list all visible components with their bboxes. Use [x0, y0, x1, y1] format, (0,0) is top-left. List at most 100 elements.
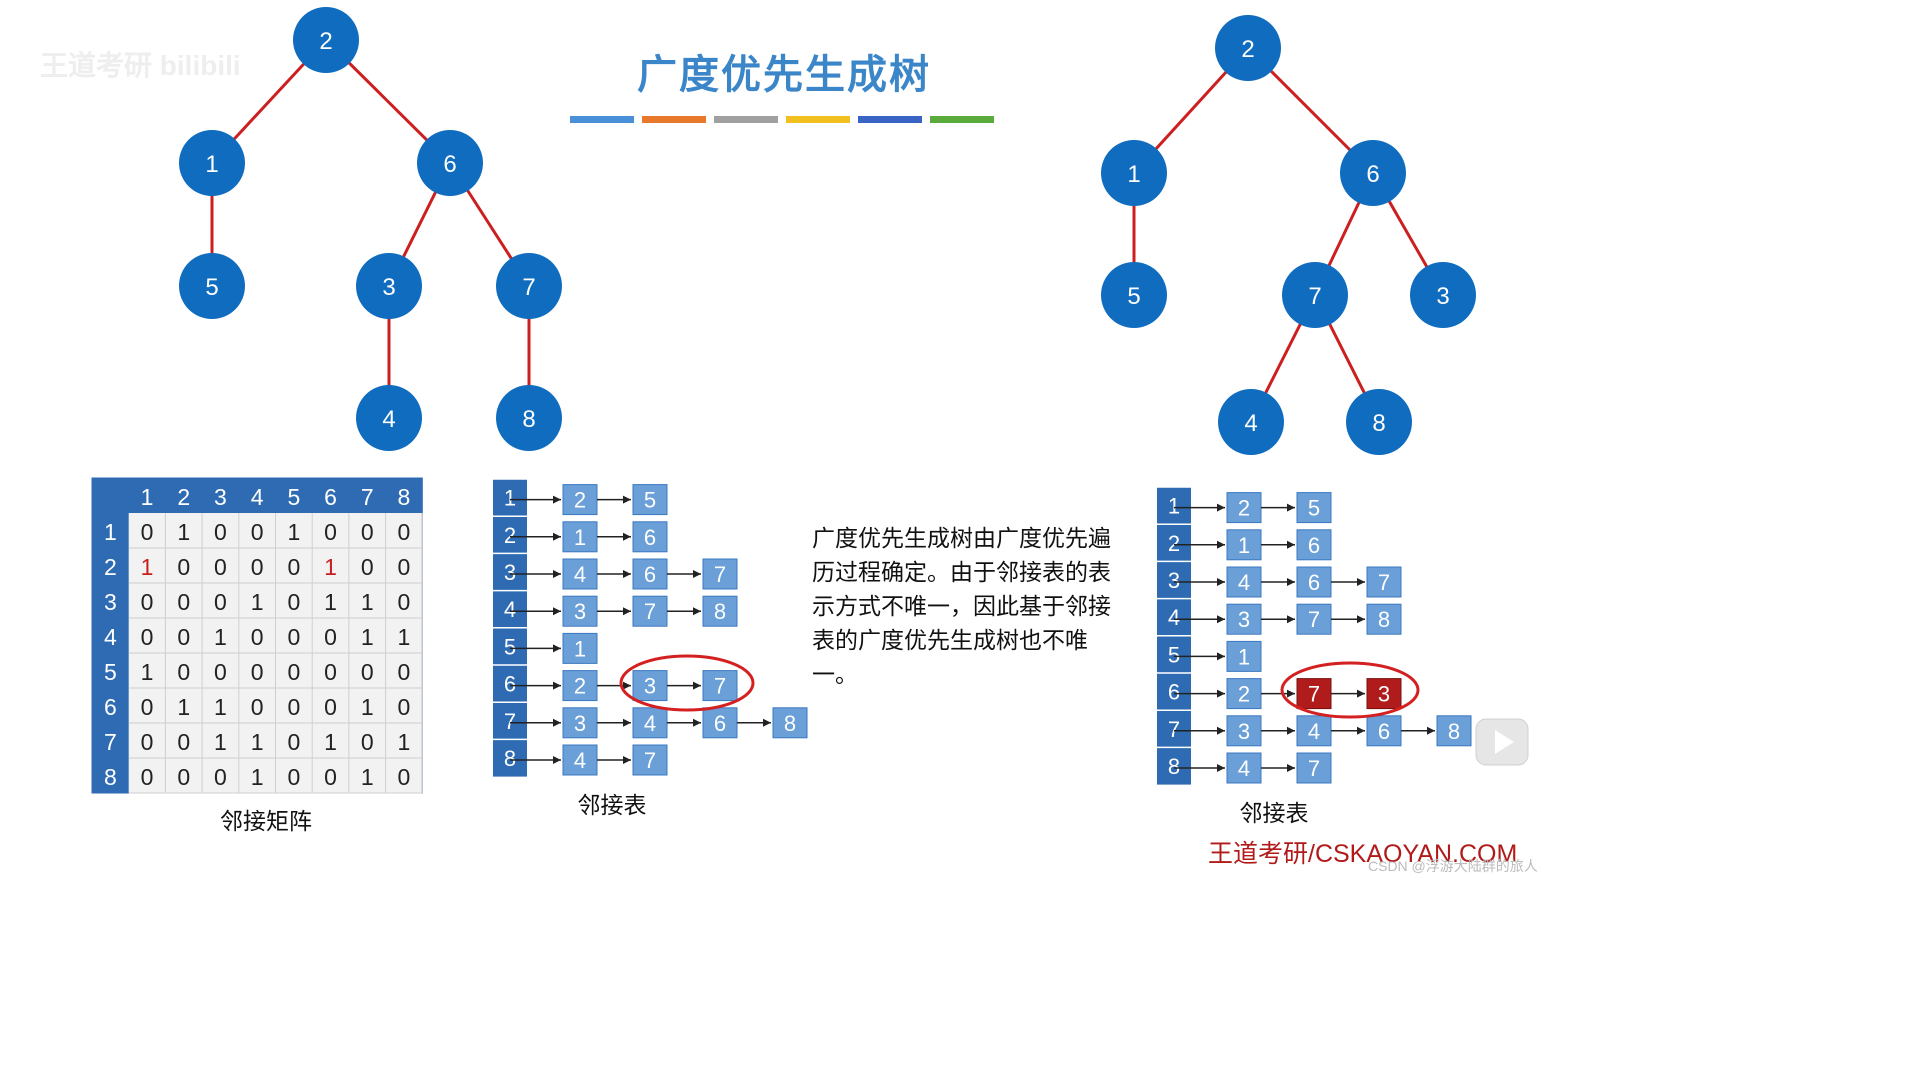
adj-list-left-arrow-head — [553, 681, 561, 690]
adj-list-left-head-label: 2 — [504, 523, 516, 548]
right-tree-node — [1346, 389, 1412, 455]
adj-list-left-cell — [632, 484, 668, 516]
left-tree-node — [356, 253, 422, 319]
adj-list-left-cell-label: 2 — [574, 488, 586, 513]
adj-list-right-cell-label: 1 — [1238, 533, 1250, 558]
adj-list-left-cell-label: 6 — [644, 562, 656, 587]
matrix-row-header: 6 — [104, 694, 117, 720]
adj-list-right-cell-label: 6 — [1378, 719, 1390, 744]
matrix-row-header: 3 — [104, 589, 117, 615]
matrix-cell: 1 — [214, 624, 227, 650]
adj-list-right-head-label: 7 — [1168, 717, 1180, 742]
adj-list-right-arrow-head — [1287, 615, 1295, 624]
adj-list-right-head-label: 1 — [1168, 494, 1180, 519]
right-tree-node — [1101, 140, 1167, 206]
adj-list-left-cell — [702, 558, 738, 590]
watermark-bottom: CSDN @浮游大陆群的旅人 — [1368, 858, 1538, 874]
adj-list-left-arrow-head — [693, 607, 701, 616]
adj-list-left-cell — [562, 558, 598, 590]
adj-list-left-arrow-head — [623, 681, 631, 690]
matrix-cell: 0 — [251, 659, 264, 685]
adj-list-left-cell — [702, 595, 738, 627]
matrix-cell: 0 — [177, 729, 190, 755]
matrix-cell: 0 — [141, 694, 154, 720]
adj-list-left-cell — [772, 707, 808, 739]
adj-list-left-cell — [562, 670, 598, 702]
left-tree-node-label: 6 — [443, 151, 456, 178]
adj-list-right-cell — [1296, 678, 1332, 710]
matrix-cell: 0 — [141, 764, 154, 790]
adj-list-left-arrow-head — [623, 718, 631, 727]
adj-list-left-arrow-head — [553, 644, 561, 653]
matrix-cell: 1 — [141, 659, 154, 685]
matrix-cell: 0 — [141, 589, 154, 615]
adj-list-left-arrow-head — [623, 607, 631, 616]
matrix-cell: 0 — [398, 554, 411, 580]
matrix-cell: 1 — [141, 554, 154, 580]
right-tree-node — [1410, 262, 1476, 328]
title-color-bar-segment — [642, 116, 706, 123]
right-tree-node — [1101, 262, 1167, 328]
matrix-cell: 1 — [398, 624, 411, 650]
adj-list-left-cell — [632, 670, 668, 702]
adj-list-left-cell — [562, 744, 598, 776]
adj-list-right-cell-label: 7 — [1308, 607, 1320, 632]
matrix-cell: 0 — [398, 764, 411, 790]
matrix-cell: 0 — [361, 729, 374, 755]
page-title: 广度优先生成树 — [637, 53, 931, 97]
matrix-col-header: 3 — [214, 484, 227, 510]
adj-list-right-cell-label: 3 — [1378, 682, 1390, 707]
adj-list-left-arrow-head — [553, 756, 561, 764]
adj-list-right-cell-label: 4 — [1238, 756, 1250, 781]
right-tree-node-label: 8 — [1372, 410, 1385, 437]
adj-list-left-circled-annotation — [619, 654, 755, 712]
adj-list-left-head-label: 4 — [504, 597, 516, 622]
right-tree-node-label: 1 — [1127, 161, 1140, 188]
right-tree-node — [1215, 15, 1281, 81]
adj-list-right-cell — [1296, 529, 1332, 561]
matrix-row-header: 1 — [104, 519, 117, 545]
matrix-col-header: 5 — [287, 484, 300, 510]
adj-list-right-caption: 邻接表 — [1239, 800, 1309, 826]
matrix-cell: 1 — [177, 519, 190, 545]
adj-list-right-cell-label: 3 — [1238, 607, 1250, 632]
matrix-cell: 0 — [398, 659, 411, 685]
matrix-cell: 1 — [324, 554, 337, 580]
adj-list-right-arrow-head — [1217, 503, 1225, 512]
adj-list-right-cell-label: 7 — [1378, 570, 1390, 595]
adj-list-right-cell — [1226, 678, 1262, 710]
left-tree-node-label: 8 — [522, 406, 535, 433]
adj-list-right-cell-label: 8 — [1448, 719, 1460, 744]
adj-list-right-arrow-head — [1217, 726, 1225, 735]
adj-list-left-cell — [632, 521, 668, 553]
matrix-cell: 0 — [287, 694, 300, 720]
adj-list-left-head-label: 7 — [504, 709, 516, 734]
matrix-cell: 0 — [287, 764, 300, 790]
matrix-cell: 0 — [287, 554, 300, 580]
adj-list-right-head-label: 4 — [1168, 605, 1180, 630]
adj-list-right-arrow-head — [1357, 578, 1365, 586]
matrix-cell: 0 — [214, 554, 227, 580]
matrix-cell: 0 — [141, 624, 154, 650]
adj-list-right-arrow-head — [1357, 726, 1365, 735]
left-tree-node-label: 7 — [522, 274, 535, 301]
matrix-cell: 0 — [177, 554, 190, 580]
adj-list-right-cell-label: 4 — [1238, 570, 1250, 595]
matrix-row-header: 8 — [104, 764, 117, 790]
adj-list-right-cell-label: 6 — [1308, 570, 1320, 595]
adj-list-left-cell — [632, 744, 668, 776]
adj-list-left-arrow-head — [693, 681, 701, 690]
right-tree-node-label: 6 — [1366, 161, 1379, 188]
adj-list-right-cell — [1226, 603, 1262, 635]
title-color-bar-segment — [714, 116, 778, 123]
adj-list-right-cell-label: 5 — [1308, 496, 1320, 521]
right-tree-node — [1282, 262, 1348, 328]
title-color-bar-segment — [858, 116, 922, 123]
left-tree-node — [293, 7, 359, 73]
adj-list-left-cell-label: 7 — [644, 748, 656, 773]
adj-list-left-head-label: 1 — [504, 486, 516, 511]
adj-list-right-circled-annotation — [1280, 661, 1420, 719]
adj-list-left-head-label: 6 — [504, 672, 516, 697]
left-tree-node-label: 5 — [205, 274, 218, 301]
